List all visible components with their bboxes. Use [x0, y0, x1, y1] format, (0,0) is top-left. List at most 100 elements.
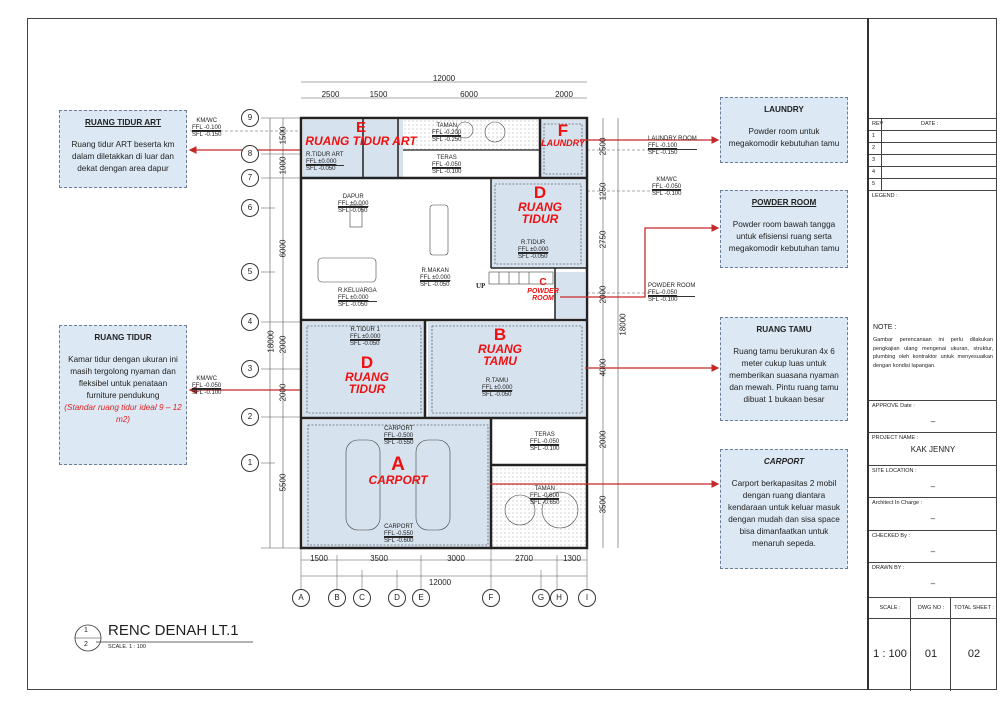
grid-bubble-col: D	[388, 589, 406, 607]
dim-total-width-bottom: 12000	[428, 578, 452, 587]
drawing-frame	[27, 18, 997, 690]
dim-total-height-right: 18000	[618, 313, 628, 336]
grid-bubble-row: 2	[241, 408, 259, 426]
dim-right: 2000	[598, 430, 608, 449]
dim-total-height-left: 18000	[266, 330, 276, 353]
note-text: Gambar perencanaan ini perlu dilakukan p…	[873, 337, 993, 369]
drawing-number-top: 1	[84, 627, 88, 634]
dim-left: 2000	[278, 335, 288, 354]
grid-bubble-col: G	[532, 589, 550, 607]
sheet-info: SCALE : DWG NO : TOTAL SHEET : 1 : 100 0…	[869, 597, 997, 691]
architect-section: Architect In Charge :–	[869, 497, 997, 530]
grid-bubble-col: I	[578, 589, 596, 607]
dim-top: 6000	[460, 90, 478, 99]
dim-left: 1000	[278, 156, 288, 175]
grid-bubble-row: 7	[241, 169, 259, 187]
grid-bubble-row: 9	[241, 109, 259, 127]
dim-top: 1500	[369, 90, 388, 99]
dim-right: 3500	[598, 495, 608, 514]
dim-left: 1500	[278, 126, 288, 145]
drawn-section: DRAWN BY :–	[869, 562, 997, 597]
dim-right: 2750	[598, 230, 608, 249]
project-section: PROJECT NAME :KAK JENNY	[869, 432, 997, 465]
dwg-no-label: DWG NO :	[917, 605, 945, 611]
dim-bottom: 1300	[563, 554, 581, 563]
grid-bubble-row: 4	[241, 313, 259, 331]
drawing-number-bottom: 2	[84, 641, 88, 648]
drawing-title: RENC DENAH LT.1	[108, 622, 239, 639]
site-section: SITE LOCATION :–	[869, 465, 997, 497]
project-name: KAK JENNY	[910, 445, 956, 454]
dim-bottom: 3000	[447, 554, 465, 563]
dim-bottom: 3500	[370, 554, 388, 563]
dim-right: 1250	[598, 182, 608, 201]
grid-bubble-row: 3	[241, 360, 259, 378]
grid-bubble-row: 5	[241, 263, 259, 281]
dim-left: 5500	[278, 473, 288, 492]
legend-section: LEGEND :	[869, 190, 997, 400]
grid-bubble-col: H	[550, 589, 568, 607]
grid-bubble-row: 6	[241, 199, 259, 217]
rev-row: 3	[869, 154, 997, 166]
dim-top: 2500	[321, 90, 340, 99]
approve-section: APPROVE Date :–	[869, 400, 997, 432]
stair-up-label: UP	[476, 282, 486, 290]
grid-bubble-row: 8	[241, 145, 259, 163]
rev-row: 1	[869, 130, 997, 142]
rev-row: 5	[869, 178, 997, 190]
dim-top: 2000	[555, 90, 573, 99]
note-label: NOTE :	[873, 324, 897, 331]
grid-bubble-row: 1	[241, 454, 259, 472]
dim-right: 2500	[598, 137, 608, 156]
grid-bubble-col: B	[328, 589, 346, 607]
dim-total-width-top: 12000	[432, 74, 456, 83]
dim-right: 2000	[598, 285, 608, 304]
grid-bubble-col: F	[482, 589, 500, 607]
dim-bottom: 1500	[310, 554, 328, 563]
drawing-scale: SCALE. 1 : 100	[108, 644, 146, 650]
dwg-no-value: 01	[924, 648, 938, 660]
scale-label: SCALE :	[879, 605, 901, 611]
dim-right: 4000	[598, 358, 608, 377]
total-sheet-label: TOTAL SHEET :	[954, 605, 994, 611]
grid-bubble-col: C	[353, 589, 371, 607]
dim-bottom: 2700	[515, 554, 533, 563]
scale-value: 1 : 100	[873, 648, 907, 660]
grid-bubble-col: A	[292, 589, 310, 607]
dim-left: 2000	[278, 383, 288, 402]
total-sheet-value: 02	[967, 648, 981, 660]
checked-section: CHECKED By :–	[869, 530, 997, 562]
